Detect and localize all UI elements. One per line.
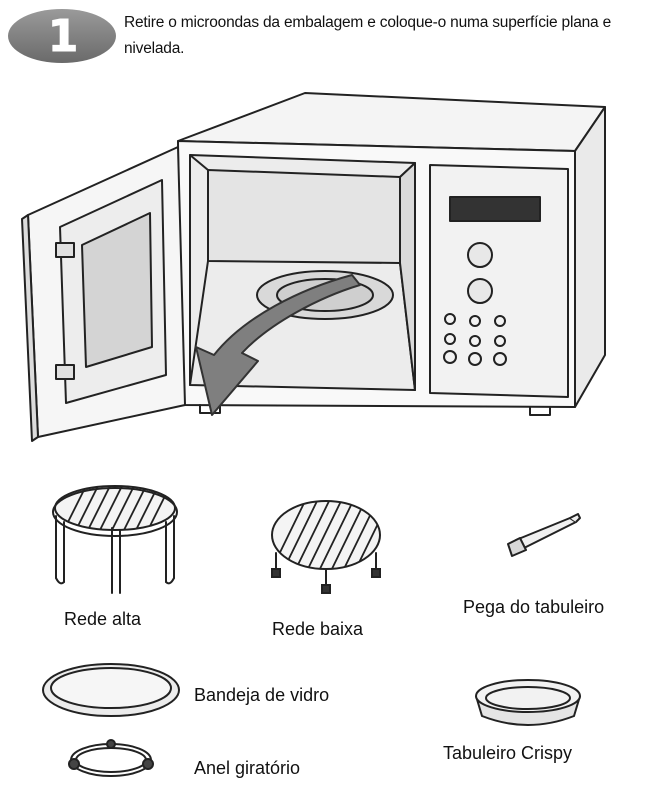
roller-ring-illustration [68, 739, 154, 777]
crispy-pan-illustration [475, 679, 581, 726]
microwave-illustration [21, 92, 606, 442]
caption-high-rack: Rede alta [64, 609, 142, 629]
arrow-icon [195, 274, 361, 416]
step-number: 1 [48, 11, 79, 62]
caption-low-rack: Rede baixa [272, 619, 364, 639]
glass-tray-illustration [42, 663, 180, 717]
step-instruction: Retire o microondas da embalagem e coloq… [124, 14, 611, 57]
caption-roller-ring: Anel giratório [194, 758, 301, 778]
caption-glass-tray: Bandeja de vidro [194, 685, 330, 705]
step-number-badge: 1 [8, 9, 116, 63]
caption-crispy-pan: Tabuleiro Crispy [443, 743, 573, 763]
high-rack-illustration [52, 485, 178, 594]
handle-illustration [507, 513, 581, 557]
caption-handle: Pega do tabuleiro [463, 597, 605, 617]
low-rack-illustration [271, 500, 381, 594]
